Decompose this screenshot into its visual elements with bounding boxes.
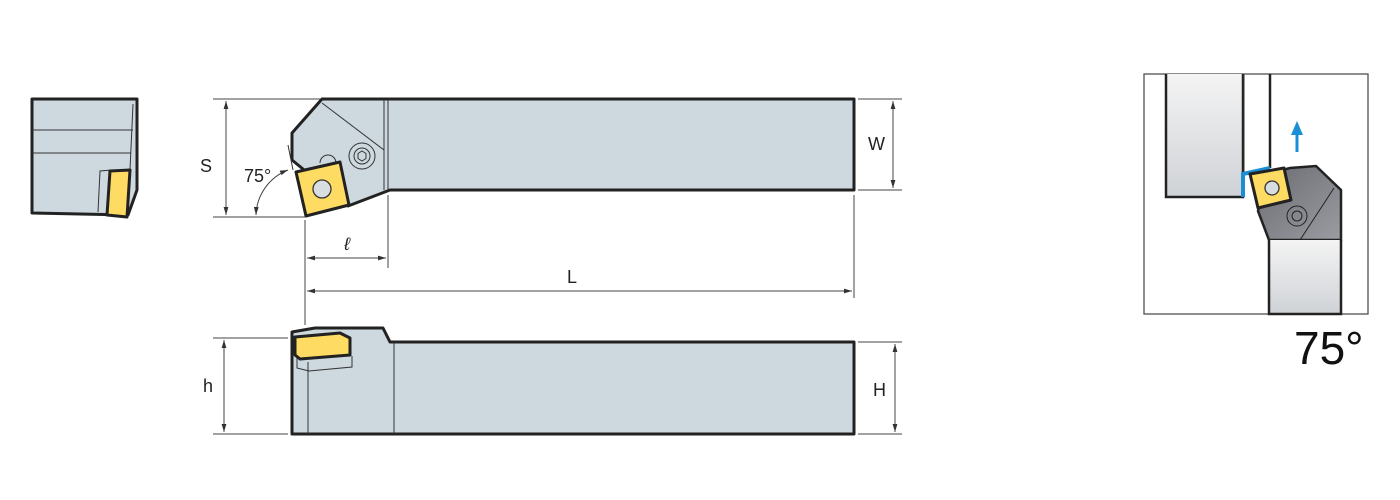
label-h-small: h (203, 376, 213, 396)
screw-icon (357, 150, 367, 162)
label-l-small: ℓ (343, 234, 351, 254)
side-view (290, 326, 856, 436)
insert-end-view (105, 168, 132, 219)
label-h-big: H (873, 380, 886, 400)
label-l-big: L (567, 267, 577, 287)
cutting-edge (1241, 166, 1271, 197)
dimensions (213, 98, 902, 435)
label-w: W (868, 134, 885, 154)
end-view (30, 97, 139, 219)
application-view (1143, 73, 1369, 316)
approach-angle-label: 75° (1294, 322, 1364, 374)
label-angle: 75° (244, 166, 271, 186)
insert-side-view (293, 331, 352, 361)
label-s: S (200, 156, 212, 176)
holder-shank (1267, 240, 1343, 316)
feed-arrow-icon (1291, 121, 1303, 152)
top-view (287, 97, 856, 218)
workpiece (1164, 74, 1245, 199)
